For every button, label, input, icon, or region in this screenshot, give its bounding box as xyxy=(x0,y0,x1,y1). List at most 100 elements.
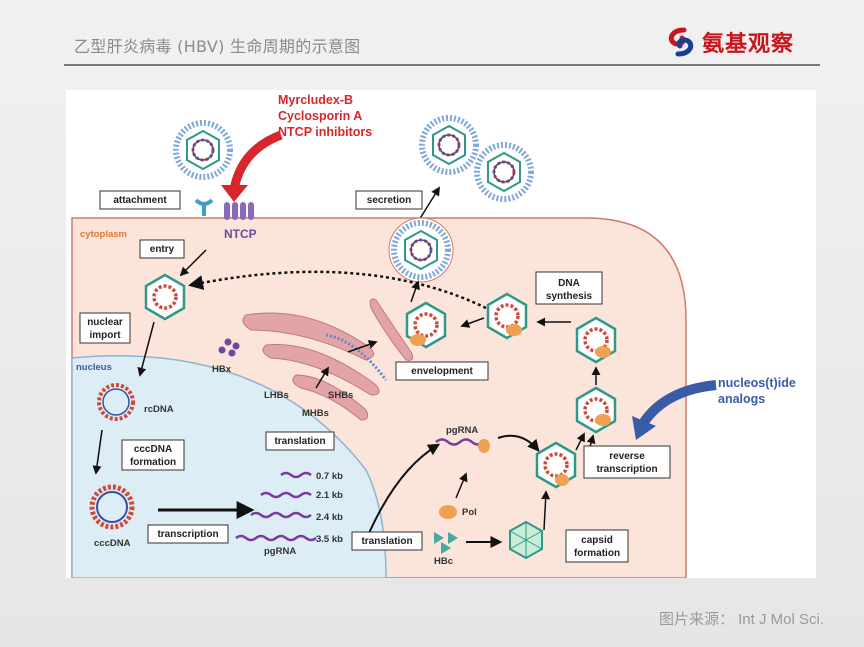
rna-21kb-label: 2.1 kb xyxy=(316,490,343,501)
pgrna-cytoplasm-label: pgRNA xyxy=(446,425,478,436)
inhibitor-arrow-icon xyxy=(229,130,283,191)
rcdna-icon xyxy=(97,383,135,421)
rna-35kb-label: 3.5 kb xyxy=(316,534,343,545)
rna-24kb-label: 2.4 kb xyxy=(316,512,343,523)
dna-synthesis-label-2: synthesis xyxy=(546,291,593,302)
surface-protein-arrow xyxy=(315,366,329,389)
pgrna-nucleus-label: pgRNA xyxy=(264,546,296,557)
cccdna-formation-box xyxy=(121,439,185,471)
envelopment-box xyxy=(395,361,489,381)
reverse-transcription-label-2: transcription xyxy=(596,464,657,475)
analog-arrow-icon xyxy=(639,380,717,425)
golgi-icon xyxy=(369,298,414,361)
rna-07kb-label: 0.7 kb xyxy=(316,471,343,482)
pgrna-export-arrow xyxy=(365,443,441,541)
pgrna-cytoplasm-icon xyxy=(435,438,485,446)
analogs-line-1: nucleos(t)ide xyxy=(718,376,796,390)
pol-label: Pol xyxy=(462,507,477,518)
secreted-virion-icon xyxy=(477,145,531,199)
pol-bound-icon xyxy=(478,439,490,453)
secretion-box xyxy=(355,190,423,210)
brand-name: 氨基观察 xyxy=(702,31,795,57)
translation-core-box xyxy=(351,531,423,551)
title-divider xyxy=(64,64,820,66)
entry-label: entry xyxy=(150,244,175,255)
nucleus-label: nucleus xyxy=(76,362,112,373)
budding-virion-icon xyxy=(394,223,448,277)
polymerase-dot-icon xyxy=(410,334,426,346)
cccdna-formation-arrow xyxy=(92,429,103,475)
secretion-label: secretion xyxy=(367,195,411,206)
inhibitor-line-2: Cyclosporin A xyxy=(278,109,362,123)
rna-35kb-icon xyxy=(235,534,317,542)
to-envelopment-arrow xyxy=(460,317,485,328)
ntcp-label: NTCP xyxy=(224,227,257,241)
secreted-virion-icon xyxy=(422,118,476,172)
attachment-label: attachment xyxy=(113,195,167,206)
rcdna-label: rcDNA xyxy=(144,404,174,415)
empty-capsid-icon xyxy=(509,520,543,560)
cccdna-icon xyxy=(89,484,135,530)
receptor-icon xyxy=(194,198,214,216)
transcription-label: transcription xyxy=(157,529,218,540)
polymerase-dot-icon xyxy=(595,346,611,358)
inhibitor-line-1: Myrcludex-B xyxy=(278,93,353,107)
pol-protein-icon xyxy=(439,505,457,519)
rna-21kb-icon xyxy=(260,491,312,499)
rna-07kb-icon xyxy=(280,471,312,479)
brand-mark-icon xyxy=(668,27,694,57)
hbc-protein-icon xyxy=(434,532,458,554)
polymerase-dot-icon xyxy=(555,474,569,486)
image-source: 图片来源： Int J Mol Sci. xyxy=(658,611,824,628)
hbv-lifecycle-diagram: cytoplasm nucleus NTCP Myrcludex-B Cyclo… xyxy=(71,93,796,579)
analog-arrowhead-icon xyxy=(632,416,656,440)
nuclear-import-label-2: import xyxy=(89,330,121,341)
entry-arrow xyxy=(179,249,207,277)
transcription-box xyxy=(147,524,229,544)
cccdna-inner-icon xyxy=(96,491,128,523)
mhbs-label: MHBs xyxy=(302,408,329,419)
capsid-formation-arrow xyxy=(541,490,551,531)
capsid-formation-label-2: formation xyxy=(574,548,620,559)
nuclear-import-box xyxy=(79,312,131,344)
capsid-formation-label-1: capsid xyxy=(581,535,613,546)
pol-arrow xyxy=(455,472,468,499)
inhibitor-arrowhead-icon xyxy=(221,185,248,202)
polymerase-dot-icon xyxy=(506,324,522,336)
attachment-box xyxy=(99,190,181,210)
shbs-label: SHBs xyxy=(328,390,353,401)
cytoplasm-label: cytoplasm xyxy=(80,229,127,240)
capsid-formation-box xyxy=(565,529,629,563)
reverse-transcription-label-1: reverse xyxy=(609,451,645,462)
cccdna-formation-label-1: cccDNA xyxy=(134,444,172,455)
ntcp-receptor-icon xyxy=(224,202,254,220)
inhibitor-line-3: NTCP inhibitors xyxy=(278,125,372,139)
dna-synthesis-box xyxy=(535,271,603,305)
recycling-arrow xyxy=(188,270,487,310)
diagram-panel: cytoplasm nucleus NTCP Myrcludex-B Cyclo… xyxy=(66,90,816,579)
polymerase-dot-icon xyxy=(595,414,611,426)
entered-capsid-icon xyxy=(144,273,186,321)
envelopment-to-secretion-arrow xyxy=(410,280,420,303)
to-rt-arrow xyxy=(575,432,585,451)
nuclear-import-arrow xyxy=(137,321,155,377)
rcdna-inner-icon xyxy=(102,388,130,416)
dna-synthesis-label-1: DNA xyxy=(558,278,580,289)
translation-er-box xyxy=(265,431,335,451)
analogs-line-2: analogs xyxy=(718,392,765,406)
reverse-transcription-box xyxy=(583,445,671,479)
translation-core-label: translation xyxy=(361,536,412,547)
envelopment-label: envelopment xyxy=(411,366,473,377)
er-to-golgi-arrow xyxy=(347,340,378,353)
nuclear-import-label-1: nuclear xyxy=(87,317,123,328)
cccdna-label: cccDNA xyxy=(94,538,131,549)
incoming-virion-icon xyxy=(176,123,230,177)
translation-er-label: translation xyxy=(274,436,325,447)
entry-box xyxy=(139,239,185,259)
lhbs-label: LHBs xyxy=(264,390,289,401)
rna-24kb-icon xyxy=(250,511,312,519)
cccdna-formation-label-2: formation xyxy=(130,457,176,468)
rt-capsid-icon xyxy=(575,386,617,434)
page-title: 乙型肝炎病毒 (HBV) 生命周期的示意图 xyxy=(74,37,361,56)
hbx-label: HBx xyxy=(212,364,232,375)
